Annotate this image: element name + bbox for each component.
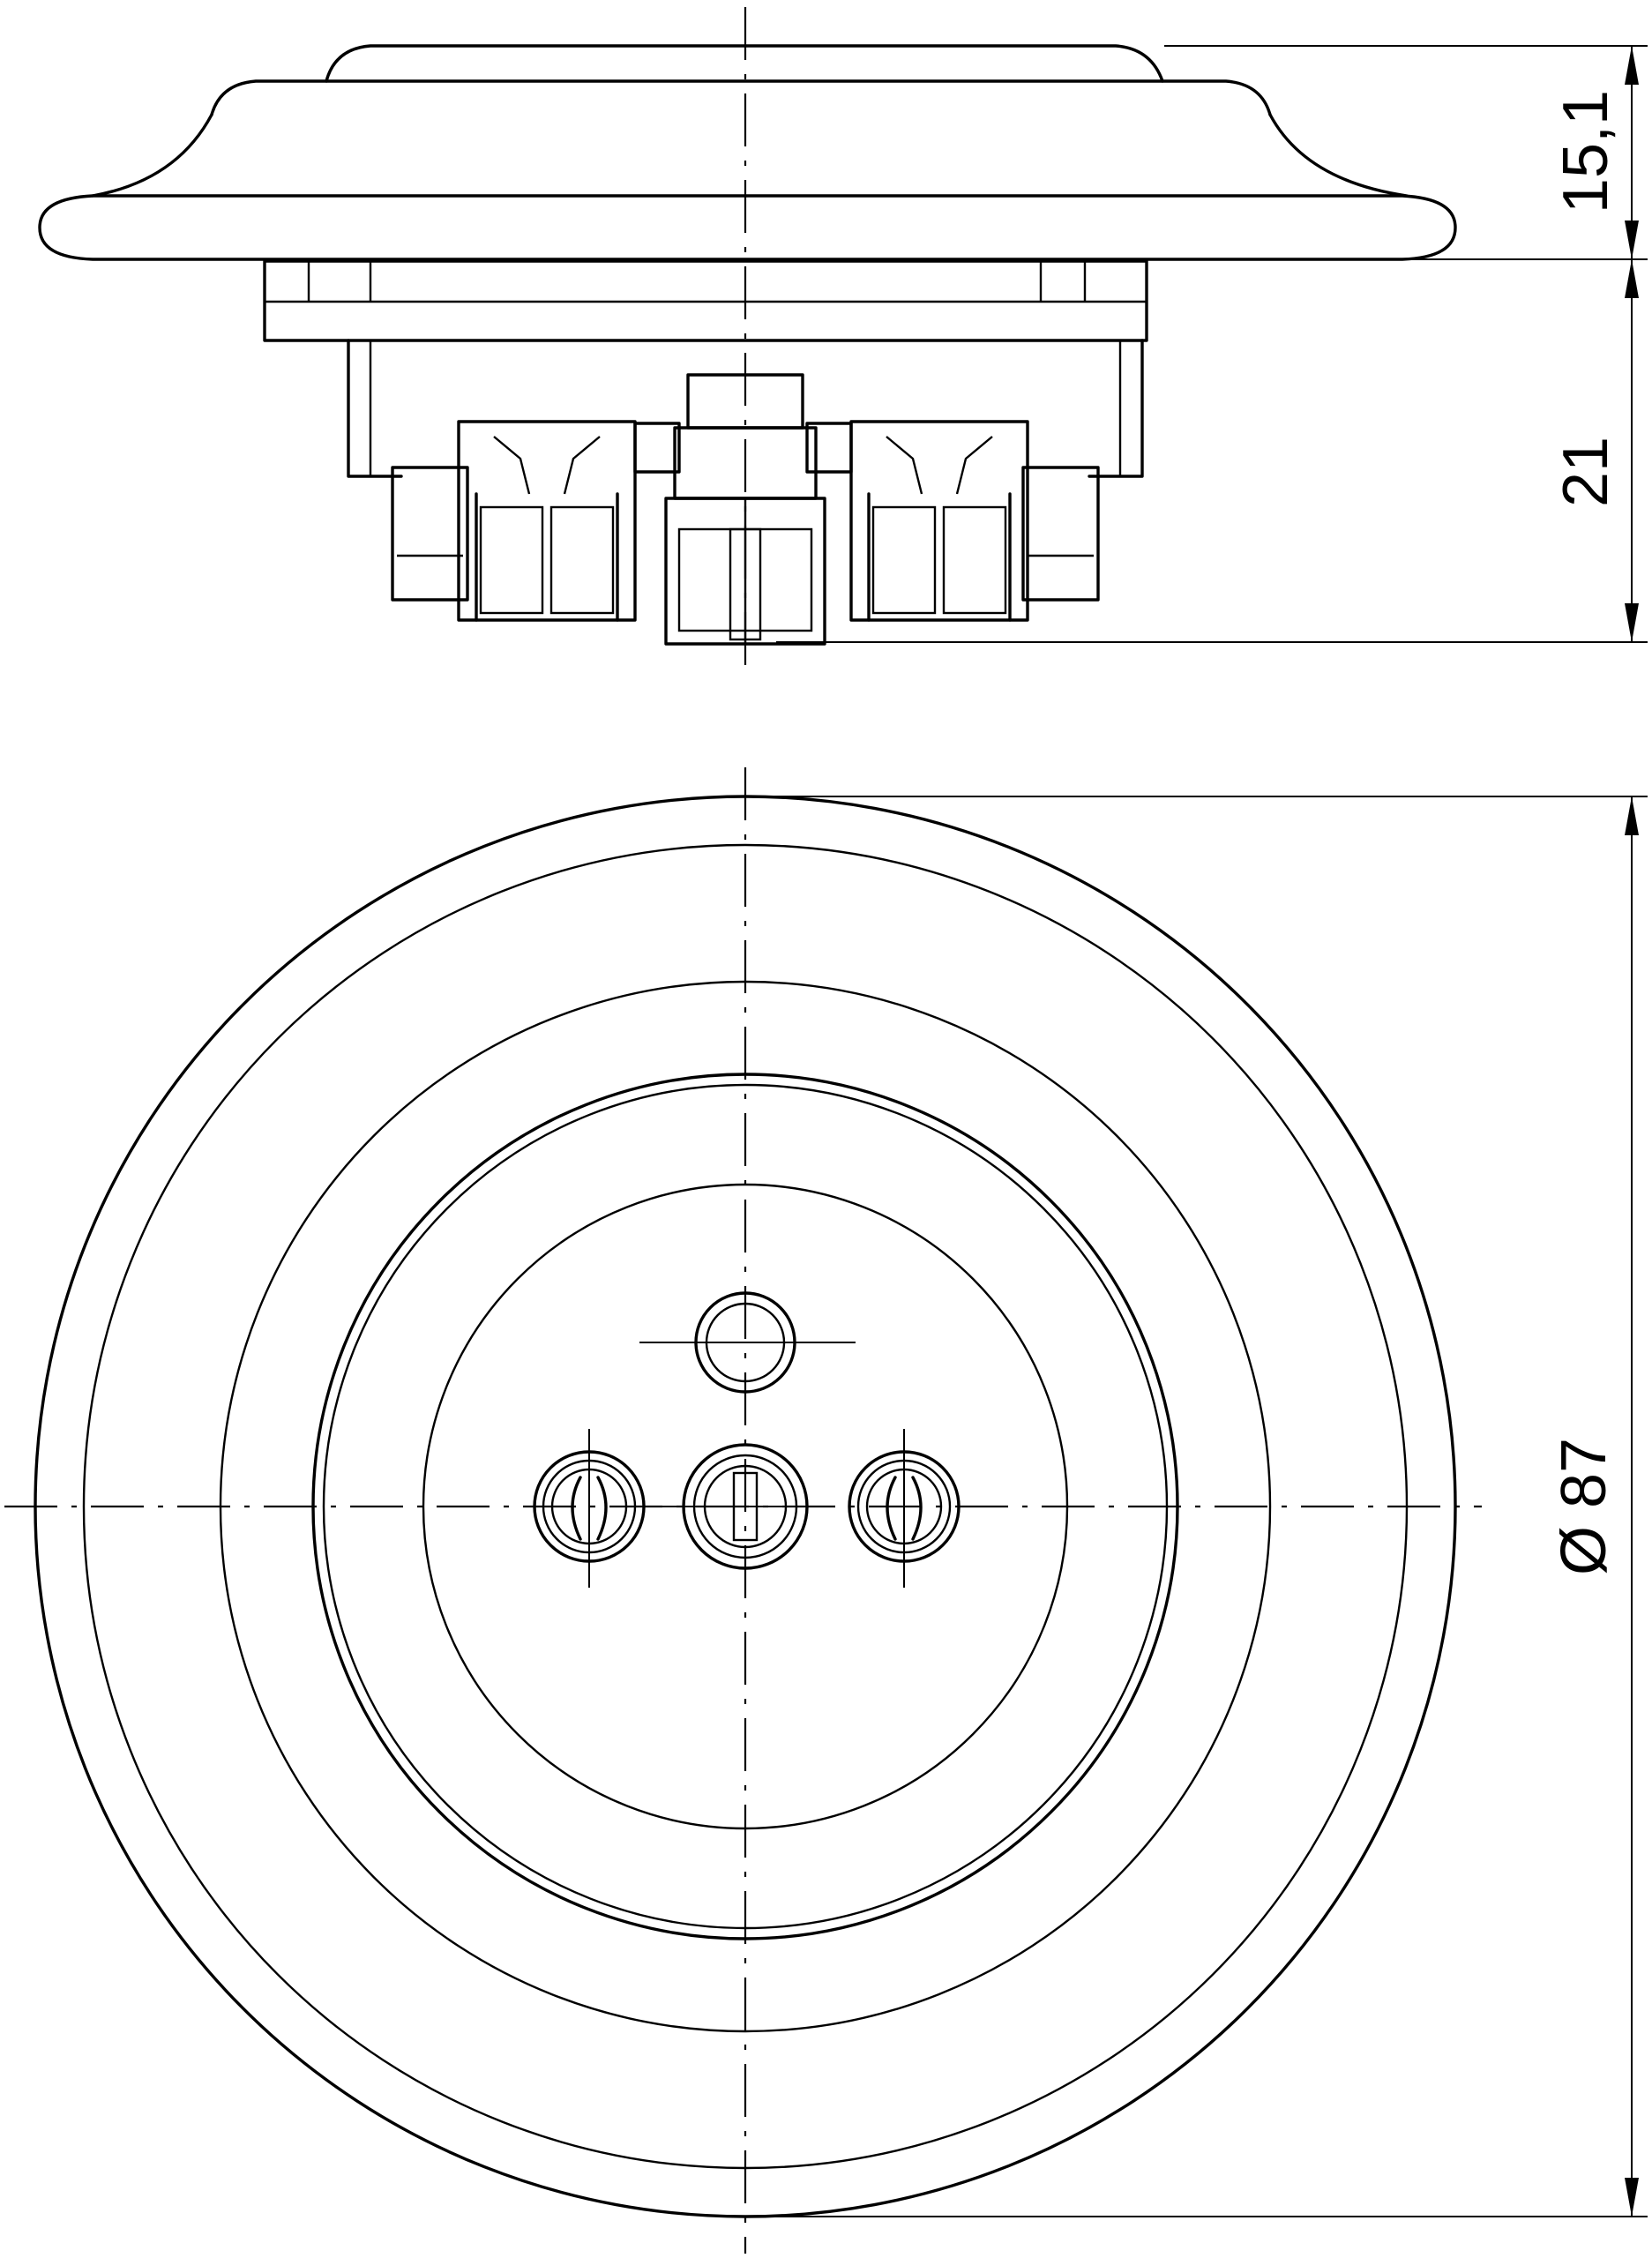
diameter-dimension: [759, 796, 1648, 2217]
side-view: 15,1 21: [38, 7, 1648, 675]
diameter-label: Ø 87: [1549, 1438, 1619, 1575]
height-bottom-label: 21: [1551, 437, 1621, 507]
right-socket-hole-icon: [848, 1429, 961, 1588]
front-view: Ø 87: [4, 767, 1648, 2254]
cover-profile: [38, 44, 1457, 261]
height-dimensions: [776, 45, 1648, 643]
left-socket-hole-icon: [533, 1429, 646, 1588]
earth-pin-icon: [639, 1291, 856, 1394]
center-socket-hole-icon: [662, 1443, 829, 1570]
socket-mechanism: [263, 259, 1148, 646]
height-top-label: 15,1: [1551, 90, 1621, 213]
